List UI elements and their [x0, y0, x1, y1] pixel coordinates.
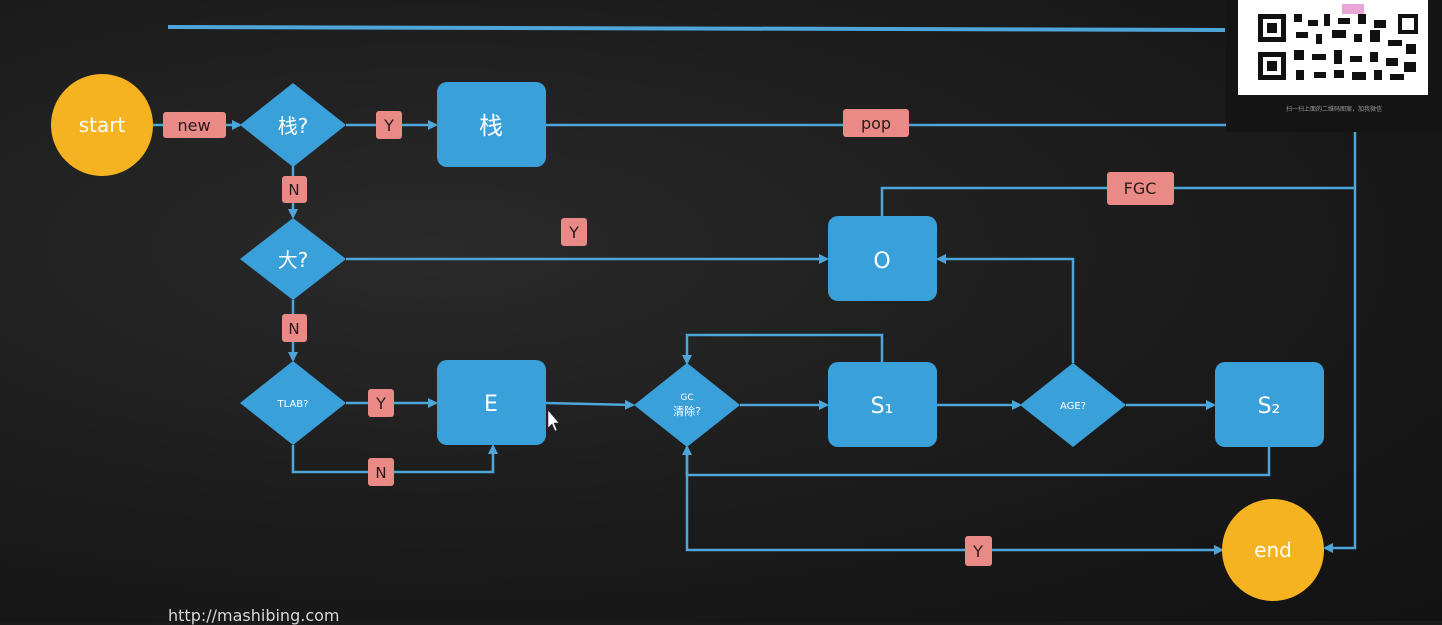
stack-decision-node: 栈? — [240, 83, 346, 167]
big-decision-label: 大? — [278, 248, 309, 272]
edge-label-fgc: FGC — [1107, 172, 1174, 205]
top-rule-line — [167, 25, 1226, 32]
old-gen-node: O — [828, 216, 937, 301]
connector-lines — [152, 120, 1357, 555]
end-label: end — [1254, 538, 1292, 562]
gc-decision-label-line1: GC — [680, 393, 693, 403]
eden-node: E — [437, 360, 546, 445]
start-label: start — [79, 113, 126, 137]
edge-label-stack-yes: Y — [376, 111, 402, 139]
edge-label-stack-no-text: N — [288, 181, 299, 199]
edge-label-big-yes: Y — [561, 218, 587, 246]
tlab-decision-label: TLAB? — [277, 399, 309, 410]
qr-code-overlay: 扫一扫上面的二维码图案，加我微信 — [1226, 0, 1442, 132]
edge-label-new-text: new — [177, 116, 210, 135]
qr-code-image — [1238, 0, 1428, 95]
big-decision-node: 大? — [240, 218, 346, 300]
end-node: end — [1222, 499, 1324, 601]
qr-caption: 扫一扫上面的二维码图案，加我微信 — [1285, 106, 1382, 113]
survivor2-label: S₂ — [1258, 394, 1281, 419]
edge-label-tlab-no-text: N — [375, 464, 386, 482]
edge-label-stack-yes-text: Y — [383, 116, 394, 135]
tlab-decision-node: TLAB? — [240, 361, 346, 445]
edge-label-pop-text: pop — [861, 114, 891, 133]
edge-label-pop: pop — [843, 109, 909, 137]
start-node: start — [51, 74, 153, 176]
edge-label-tlab-no: N — [368, 458, 394, 486]
old-gen-label: O — [873, 249, 890, 274]
edge-label-big-no-text: N — [288, 320, 299, 338]
survivor2-node: S₂ — [1215, 362, 1324, 447]
gc-decision-node: GC 清除? — [634, 363, 740, 447]
stack-label: 栈 — [479, 112, 503, 140]
stack-decision-label: 栈? — [278, 114, 309, 138]
edge-label-gc-yes: Y — [965, 536, 992, 566]
eden-label: E — [484, 392, 498, 417]
edge-label-tlab-yes-text: Y — [375, 394, 386, 413]
footer-url: http://mashibing.com — [168, 606, 340, 625]
age-decision-label: AGE? — [1060, 401, 1086, 412]
edge-label-tlab-yes: Y — [368, 389, 394, 417]
stack-node: 栈 — [437, 82, 546, 167]
gc-decision-label-line2: 清除? — [673, 404, 701, 418]
edge-label-gc-yes-text: Y — [972, 542, 983, 561]
edge-label-fgc-text: FGC — [1124, 179, 1157, 198]
age-decision-node: AGE? — [1020, 363, 1126, 447]
edge-label-new: new — [163, 112, 226, 138]
mouse-cursor-icon — [547, 409, 560, 432]
edge-label-big-yes-text: Y — [568, 223, 579, 242]
edge-label-stack-no: N — [282, 176, 307, 203]
survivor1-label: S₁ — [871, 394, 894, 419]
survivor1-node: S₁ — [828, 362, 937, 447]
edge-label-big-no: N — [282, 314, 307, 342]
